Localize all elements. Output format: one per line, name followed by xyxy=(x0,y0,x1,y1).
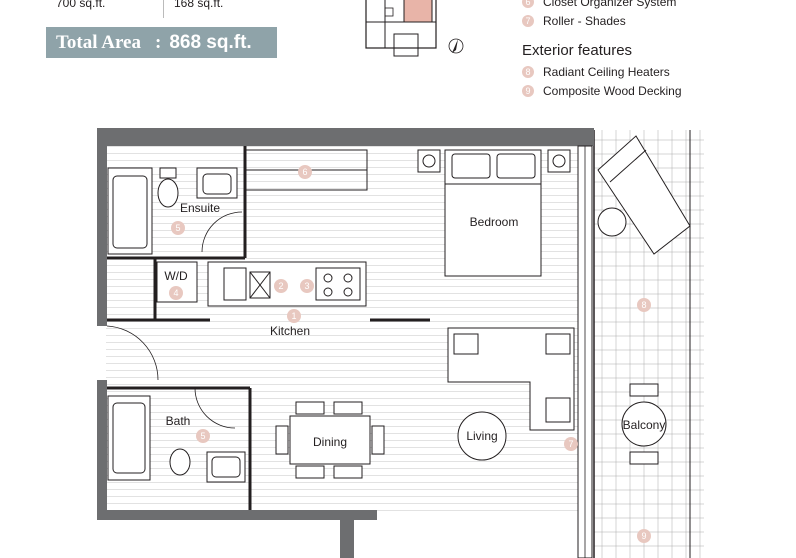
legend-badge: 9 xyxy=(522,84,534,97)
legend-label: Closet Organizer System xyxy=(543,0,677,9)
svg-text:5: 5 xyxy=(200,431,205,441)
total-area-sep: : xyxy=(154,31,162,53)
badge-5-ensuite: 5 xyxy=(171,221,185,235)
room-label-wd: W/D xyxy=(164,269,188,283)
area-divider xyxy=(163,0,164,18)
balcony-side-table xyxy=(597,207,627,237)
legend-item: 7 Roller - Shades xyxy=(522,11,676,30)
interior-walls xyxy=(107,146,430,510)
dining-set xyxy=(275,401,385,479)
badge-9: 9 xyxy=(637,529,651,543)
total-area-value: 868 sq.ft. xyxy=(169,31,252,53)
badge-5-bath: 5 xyxy=(196,429,210,443)
bath-fixtures xyxy=(107,395,246,483)
total-area-label: Total Area xyxy=(56,31,141,53)
svg-text:6: 6 xyxy=(302,167,307,177)
badge-8: 8 xyxy=(637,298,651,312)
legend-label: Radiant Ceiling Heaters xyxy=(543,64,670,79)
doors xyxy=(106,211,243,429)
svg-text:2: 2 xyxy=(278,281,283,291)
legend-item: 6 Closet Organizer System xyxy=(522,0,676,11)
room-label-bath: Bath xyxy=(166,414,191,428)
feature-badges: 1 2 3 4 5 5 6 7 8 9 xyxy=(169,165,651,543)
legend-item: 9 Composite Wood Decking xyxy=(522,81,682,100)
legend-item: 8 Radiant Ceiling Heaters xyxy=(522,62,682,81)
coffee-table xyxy=(457,411,507,461)
bed xyxy=(417,149,571,277)
interior-area: 700 sq.ft. xyxy=(56,0,106,10)
total-area-badge: Total Area : 868 sq.ft. xyxy=(46,27,277,58)
ensuite-fixtures xyxy=(107,167,238,255)
room-label-ensuite: Ensuite xyxy=(180,201,220,215)
badge-6: 6 xyxy=(298,165,312,179)
legend-badge: 6 xyxy=(522,0,534,8)
balcony-table xyxy=(621,383,667,465)
sofa xyxy=(447,327,575,431)
svg-text:5: 5 xyxy=(175,223,180,233)
svg-text:7: 7 xyxy=(568,439,573,449)
legend-badge: 8 xyxy=(522,65,534,78)
exterior-area: 168 sq.ft. xyxy=(174,0,224,10)
svg-text:4: 4 xyxy=(173,288,178,298)
north-arrow-icon xyxy=(448,38,464,54)
legend-label: Roller - Shades xyxy=(543,13,626,28)
badge-3: 3 xyxy=(300,279,314,293)
exterior-features-list: Exterior features 8 Radiant Ceiling Heat… xyxy=(522,42,682,100)
svg-text:8: 8 xyxy=(641,300,646,310)
room-label-kitchen: Kitchen xyxy=(270,324,310,338)
exterior-features-title: Exterior features xyxy=(522,42,633,59)
svg-text:9: 9 xyxy=(641,531,646,541)
svg-text:3: 3 xyxy=(304,281,309,291)
room-label-balcony: Balcony xyxy=(623,418,666,432)
key-plan xyxy=(365,0,437,57)
room-label-dining: Dining xyxy=(313,435,347,449)
room-label-bedroom: Bedroom xyxy=(470,215,519,229)
badge-4: 4 xyxy=(169,286,183,300)
room-label-living: Living xyxy=(466,429,497,443)
legend-label: Composite Wood Decking xyxy=(543,83,682,98)
exterior-walls xyxy=(97,128,594,558)
legend-badge: 7 xyxy=(522,14,534,27)
badge-1: 1 xyxy=(287,309,301,323)
badge-7: 7 xyxy=(564,437,578,451)
svg-text:1: 1 xyxy=(291,311,296,321)
lounge-chair xyxy=(597,135,691,255)
interior-features-list: 6 Closet Organizer System 7 Roller - Sha… xyxy=(522,0,676,30)
badge-2: 2 xyxy=(274,279,288,293)
